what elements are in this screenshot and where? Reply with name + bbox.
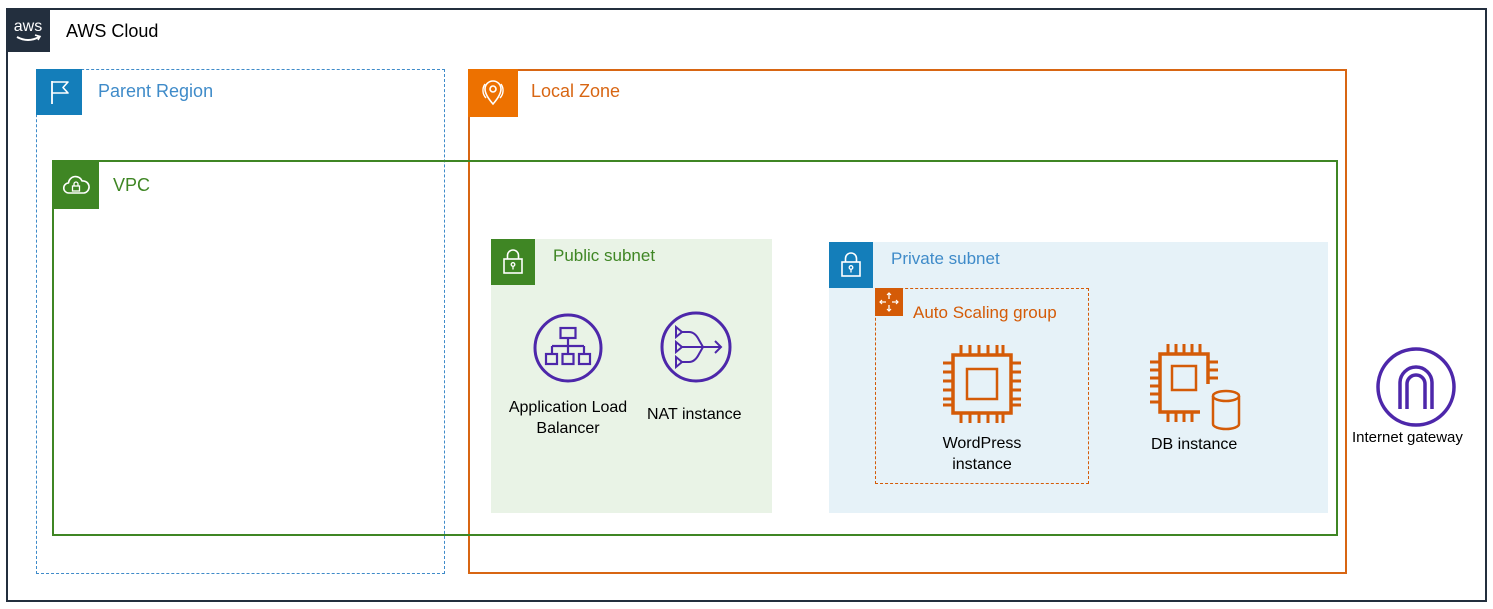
alb-label: Application Load Balancer: [492, 397, 644, 439]
wordpress-label: WordPress instance: [912, 433, 1052, 475]
nat-instance-label: NAT instance: [647, 406, 742, 423]
flag-icon: [36, 69, 82, 115]
alb-label-line2: Balancer: [536, 420, 600, 437]
region-flag-tag: [36, 69, 82, 115]
db-instance-icon: [1146, 340, 1246, 432]
local-zone-label: Local Zone: [531, 81, 621, 101]
alb-label-line1: Application Load: [508, 399, 628, 416]
internet-gateway-icon: [1374, 345, 1458, 429]
nat-instance-icon: [659, 310, 733, 384]
aws-cloud-group: [6, 8, 1487, 602]
private-lock-icon: [829, 242, 873, 288]
db-instance-label: DB instance: [1151, 436, 1238, 453]
lock-icon: [491, 239, 535, 285]
private-subnet-label: Private subnet: [891, 249, 1000, 268]
public-subnet-group: [491, 239, 772, 513]
auto-scaling-icon: [875, 288, 903, 316]
auto-scaling-group: [875, 288, 1089, 484]
location-pin-icon: [468, 69, 518, 117]
vpc-group: [52, 160, 1338, 536]
aws-logo-tag: [6, 8, 50, 52]
wordpress-label-line1: WordPress: [942, 435, 1022, 452]
aws-cloud-label: AWS Cloud: [66, 21, 159, 41]
private-subnet-tag: [829, 242, 873, 288]
wordpress-label-line2: instance: [952, 456, 1012, 473]
internet-gateway-label: Internet gateway: [1352, 429, 1463, 446]
ec2-instance-icon: [939, 341, 1025, 427]
auto-scaling-label: Auto Scaling group: [913, 303, 1057, 322]
public-subnet-label: Public subnet: [553, 246, 656, 265]
aws-logo-icon: aws: [6, 8, 50, 52]
vpc-tag: [52, 160, 99, 209]
private-subnet-group: [829, 242, 1328, 513]
local-zone-tag: [468, 69, 518, 117]
local-zone-group: [468, 69, 1347, 574]
vpc-cloud-icon: [52, 160, 99, 209]
application-load-balancer-icon: [532, 312, 604, 384]
parent-region-label: Parent Region: [98, 81, 214, 101]
vpc-label: VPC: [113, 175, 151, 195]
public-subnet-tag: [491, 239, 535, 285]
parent-region-group: [36, 69, 445, 574]
svg-text:aws: aws: [14, 18, 42, 35]
